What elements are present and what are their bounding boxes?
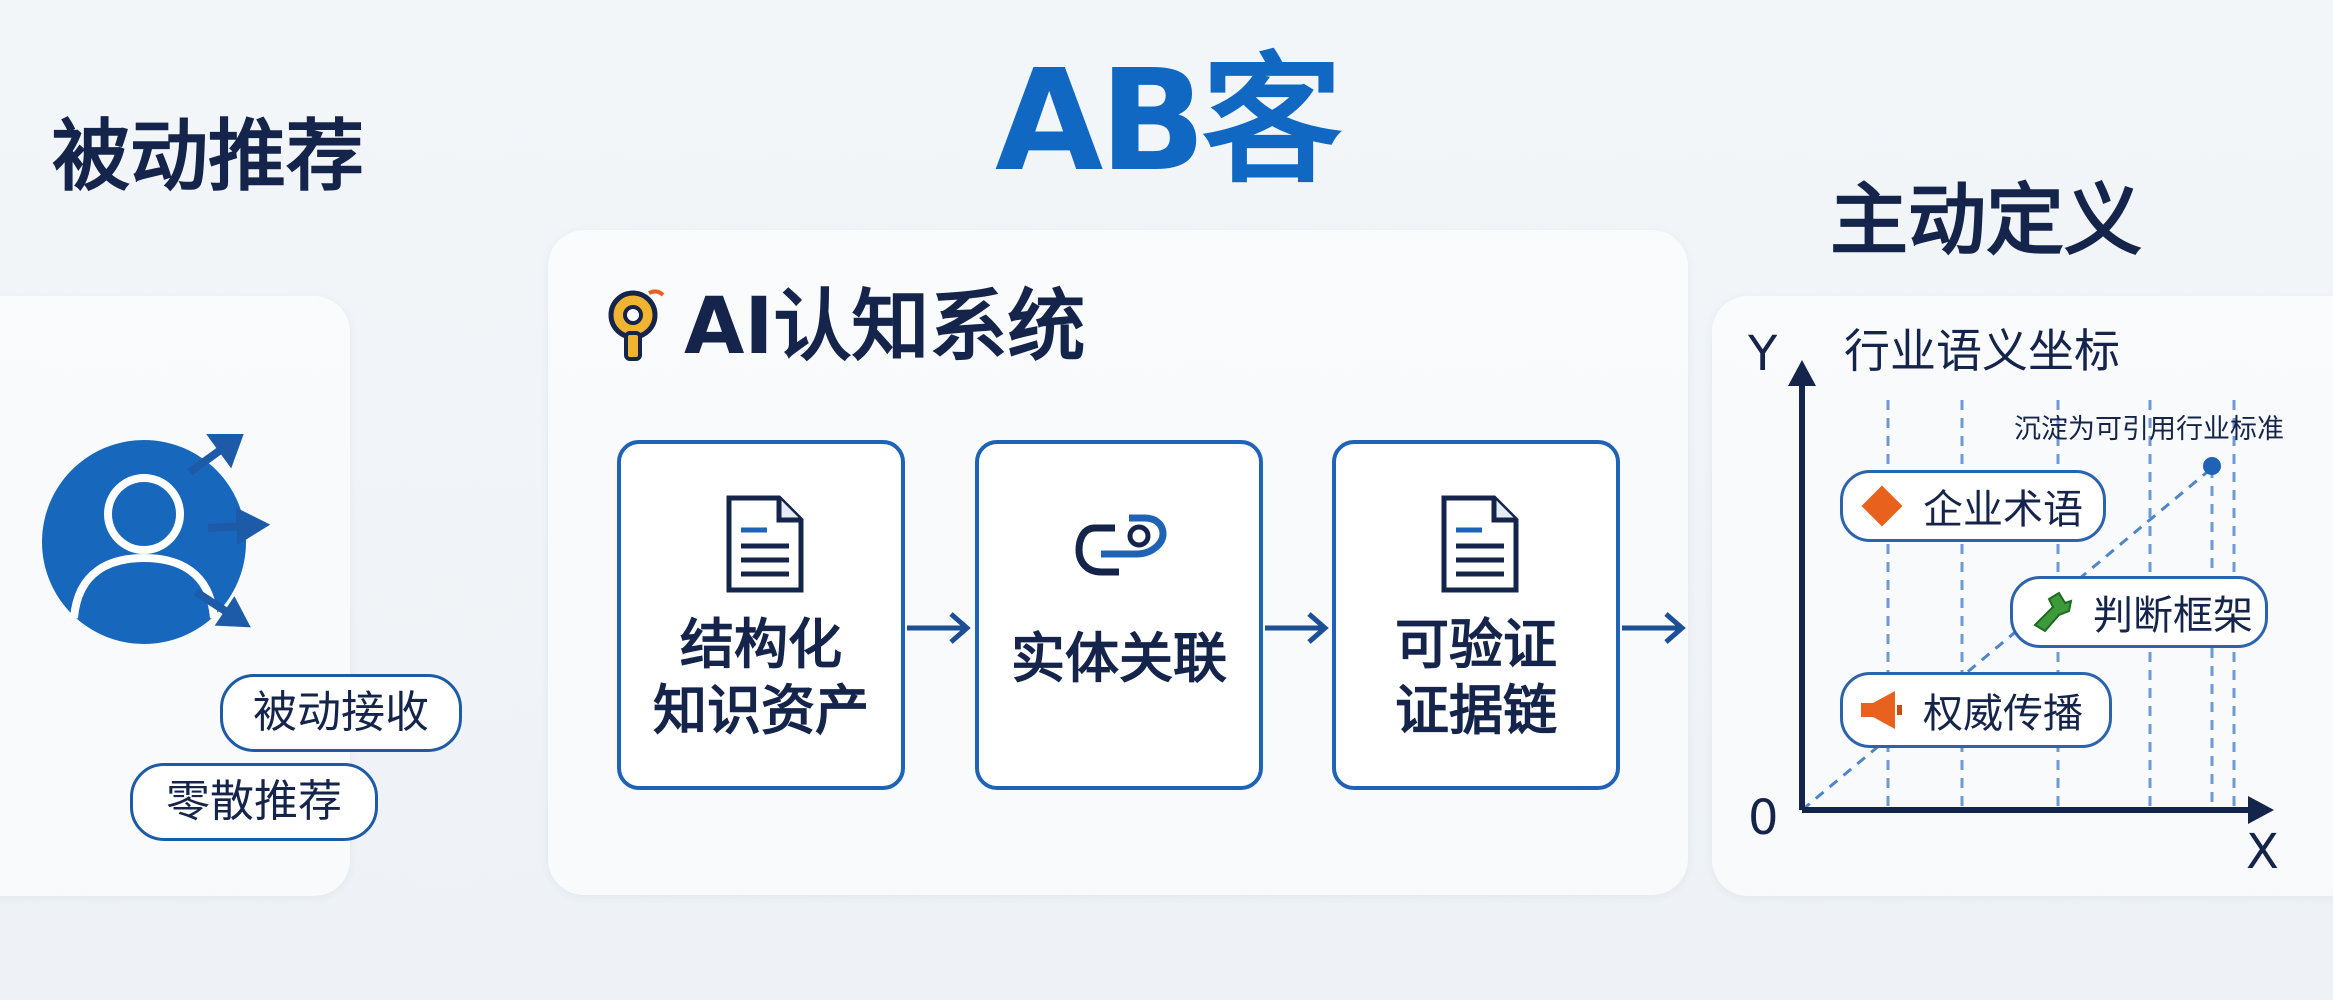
megaphone-icon	[1861, 691, 1902, 729]
passive-user-graphic	[42, 434, 271, 644]
pill-authority-spread: 权威传播	[1840, 672, 2112, 748]
ai-system-title: AI认知系统	[684, 282, 1086, 372]
chart-annotation: 沉淀为可引用行业标准	[2014, 414, 2284, 445]
user-avatar-icon	[42, 440, 246, 644]
card-structured-knowledge: 结构化 知识资产	[617, 440, 905, 790]
tag-passive-receive: 被动接收	[220, 674, 462, 752]
card-verifiable-evidence: 可验证 证据链	[1332, 440, 1620, 790]
puzzle-piece-icon	[2033, 591, 2073, 633]
document-icon	[1441, 495, 1519, 593]
pill-enterprise-terms: 企业术语	[1840, 470, 2106, 542]
card3-line1: 可验证	[1395, 613, 1557, 676]
pill-judgment-framework-label: 判断框架	[2093, 593, 2253, 639]
chain-link-icon	[1075, 514, 1167, 576]
pill-authority-spread-label: 权威传播	[1923, 691, 2083, 737]
tag-passive-receive-label: 被动接收	[253, 687, 429, 738]
left-section-title: 被动推荐	[52, 112, 365, 202]
flow-arrow-3	[1622, 612, 1686, 644]
x-axis-label: X	[2246, 824, 2279, 880]
card-entity-linkage: 实体关联	[975, 440, 1263, 790]
key-lightbulb-icon	[608, 289, 665, 361]
chart-title: 行业语义坐标	[1844, 324, 2120, 378]
card-structured-knowledge-text: 结构化 知识资产	[621, 612, 901, 744]
document-icon	[726, 495, 804, 593]
diamond-icon	[1857, 481, 1907, 531]
card3-line2: 证据链	[1395, 678, 1557, 742]
flow-arrow-2	[1265, 612, 1329, 644]
arrow-up-right-icon	[187, 434, 244, 476]
tag-scattered-recommend-label: 零散推荐	[166, 776, 342, 827]
pill-enterprise-terms-label: 企业术语	[1923, 487, 2083, 533]
tag-scattered-recommend: 零散推荐	[130, 763, 378, 841]
origin-label: 0	[1748, 790, 1779, 846]
brand-title: AB客	[994, 40, 1342, 203]
card-verifiable-evidence-text: 可验证 证据链	[1336, 612, 1616, 744]
y-axis-label: Y	[1748, 326, 1778, 382]
trend-endpoint	[2203, 457, 2221, 475]
arrow-down-right-icon	[193, 588, 251, 628]
card1-line2: 知识资产	[653, 678, 869, 742]
pill-judgment-framework: 判断框架	[2010, 576, 2268, 648]
card-entity-linkage-text: 实体关联	[1011, 627, 1227, 690]
card1-line1: 结构化	[680, 613, 842, 676]
right-section-title: 主动定义	[1830, 176, 2143, 266]
axes	[1788, 360, 2274, 824]
flow-arrow-1	[907, 612, 971, 644]
arrow-right-icon	[207, 507, 271, 546]
